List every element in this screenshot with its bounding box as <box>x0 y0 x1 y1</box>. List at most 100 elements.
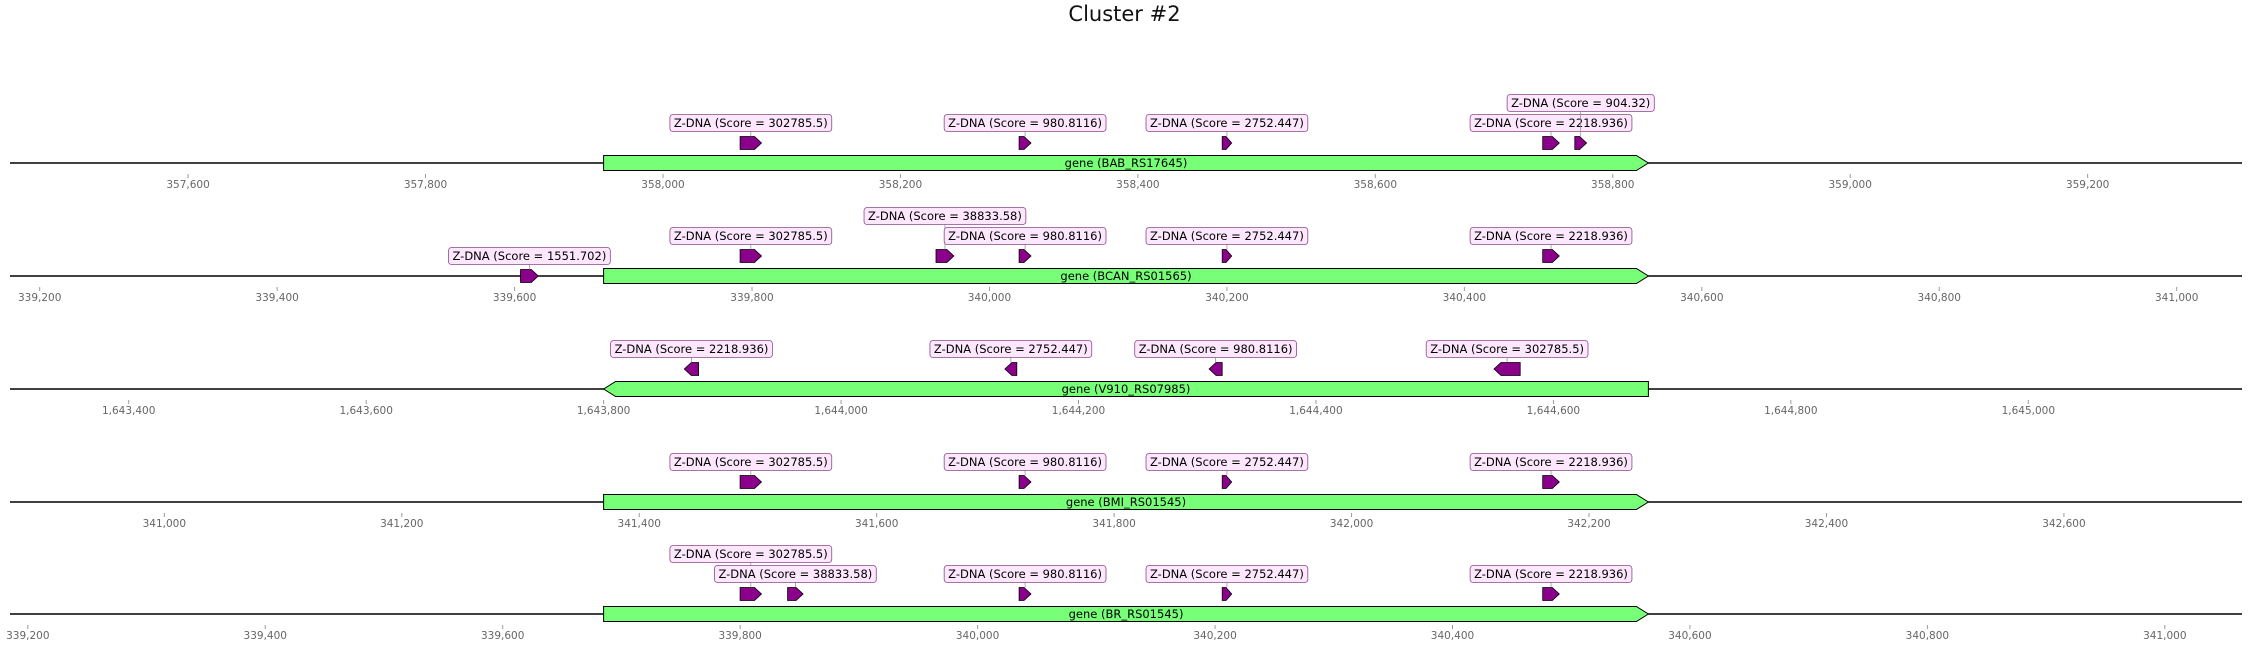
zdna-feature-arrow <box>1493 362 1521 376</box>
zdna-feature-label: Z-DNA (Score = 302785.5) <box>1430 342 1584 356</box>
tick-label: 340,200 <box>1193 630 1236 642</box>
tick-label: 339,200 <box>18 292 61 304</box>
tick-label: 341,000 <box>2155 292 2198 304</box>
tick-label: 339,600 <box>493 292 536 304</box>
zdna-feature-label: Z-DNA (Score = 2752.447) <box>1150 567 1304 581</box>
tick-label: 359,000 <box>1829 179 1872 191</box>
tick-label: 342,600 <box>2042 518 2085 530</box>
zdna-feature-label-box <box>669 227 833 245</box>
zdna-feature-label: Z-DNA (Score = 2218.936) <box>1474 229 1628 243</box>
tick-label: 358,800 <box>1591 179 1634 191</box>
tick-label: 341,600 <box>855 518 898 530</box>
tick-label: 340,400 <box>1443 292 1486 304</box>
gene-label: gene (BAB_RS17645) <box>1065 156 1188 170</box>
tick-label: 1,643,600 <box>339 405 392 417</box>
zdna-feature-label-box <box>669 453 833 471</box>
zdna-feature-label-box <box>1469 453 1633 471</box>
zdna-feature-arrow <box>1542 587 1560 601</box>
zdna-feature-arrow <box>1018 136 1032 150</box>
tick-label: 359,200 <box>2066 179 2109 191</box>
zdna-feature-arrow <box>739 587 763 601</box>
tick-label: 339,800 <box>730 292 773 304</box>
zdna-feature-label: Z-DNA (Score = 2218.936) <box>1474 116 1628 130</box>
gene-arrow <box>602 381 1649 397</box>
zdna-feature-arrow <box>1221 136 1233 150</box>
zdna-feature-arrow <box>1018 587 1032 601</box>
zdna-feature-arrow <box>739 249 763 263</box>
gene-label: gene (BMI_RS01545) <box>1066 495 1186 509</box>
zdna-feature-label-box <box>669 114 833 132</box>
tick-label: 358,400 <box>1116 179 1159 191</box>
tick-label: 358,600 <box>1354 179 1397 191</box>
zdna-feature-label-box <box>1145 453 1309 471</box>
tick-label: 358,200 <box>879 179 922 191</box>
zdna-feature-label: Z-DNA (Score = 2752.447) <box>934 342 1088 356</box>
tick-label: 1,644,200 <box>1052 405 1105 417</box>
zdna-feature-label: Z-DNA (Score = 980.8116) <box>948 455 1102 469</box>
tick-label: 340,400 <box>1431 630 1474 642</box>
zdna-feature-label-box <box>1469 114 1633 132</box>
gene-arrow <box>603 494 1650 510</box>
zdna-feature-arrow <box>1221 249 1233 263</box>
zdna-feature-label-box <box>1145 227 1309 245</box>
tick-label: 339,600 <box>481 630 524 642</box>
zdna-feature-label: Z-DNA (Score = 302785.5) <box>674 116 828 130</box>
zdna-feature-arrow <box>1221 475 1233 489</box>
zdna-feature-arrow <box>739 136 763 150</box>
tick-label: 340,200 <box>1205 292 1248 304</box>
tick-label: 340,600 <box>1680 292 1723 304</box>
tick-label: 1,644,800 <box>1764 405 1817 417</box>
zdna-feature-label: Z-DNA (Score = 38833.58) <box>718 567 872 581</box>
zdna-feature-label: Z-DNA (Score = 980.8116) <box>948 229 1102 243</box>
zdna-feature-label-box <box>1145 114 1309 132</box>
zdna-feature-label: Z-DNA (Score = 302785.5) <box>674 455 828 469</box>
zdna-feature-label: Z-DNA (Score = 2752.447) <box>1150 229 1304 243</box>
zdna-feature-label: Z-DNA (Score = 980.8116) <box>1139 342 1293 356</box>
tick-label: 341,000 <box>143 518 186 530</box>
gene-arrow <box>603 606 1650 622</box>
page-title: Cluster #2 <box>1068 2 1181 26</box>
zdna-feature-label: Z-DNA (Score = 980.8116) <box>948 116 1102 130</box>
zdna-feature-label: Z-DNA (Score = 980.8116) <box>948 567 1102 581</box>
zdna-feature-label-box <box>1145 565 1309 583</box>
zdna-feature-label-box <box>943 114 1107 132</box>
tick-label: 340,000 <box>968 292 1011 304</box>
zdna-feature-arrow <box>520 269 539 283</box>
zdna-feature-label: Z-DNA (Score = 2218.936) <box>1474 455 1628 469</box>
zdna-feature-label: Z-DNA (Score = 2752.447) <box>1150 116 1304 130</box>
tick-label: 340,000 <box>956 630 999 642</box>
zdna-feature-arrow <box>683 362 699 376</box>
zdna-feature-label-box <box>448 247 611 265</box>
tick-label: 341,200 <box>380 518 423 530</box>
zdna-feature-label-box <box>943 565 1107 583</box>
tick-label: 1,645,000 <box>2002 405 2055 417</box>
tick-label: 357,600 <box>166 179 209 191</box>
tick-label: 357,800 <box>404 179 447 191</box>
zdna-feature-label: Z-DNA (Score = 2218.936) <box>615 342 769 356</box>
zdna-feature-label: Z-DNA (Score = 302785.5) <box>674 547 828 561</box>
tick-label: 342,000 <box>1330 518 1373 530</box>
tick-label: 339,400 <box>255 292 298 304</box>
zdna-feature-arrow <box>1208 362 1223 376</box>
zdna-feature-label-box <box>943 227 1107 245</box>
zdna-feature-label: Z-DNA (Score = 904.32) <box>1511 96 1650 110</box>
tick-label: 1,643,400 <box>102 405 155 417</box>
zdna-feature-arrow <box>1004 362 1018 376</box>
tick-label: 358,000 <box>641 179 684 191</box>
zdna-feature-label: Z-DNA (Score = 38833.58) <box>868 209 1022 223</box>
tick-label: 340,800 <box>1906 630 1949 642</box>
zdna-feature-label: Z-DNA (Score = 2218.936) <box>1474 567 1628 581</box>
tick-label: 342,200 <box>1567 518 1610 530</box>
tick-label: 339,400 <box>244 630 287 642</box>
gene-label: gene (BR_RS01545) <box>1069 607 1184 621</box>
zdna-feature-label: Z-DNA (Score = 1551.702) <box>453 249 607 263</box>
zdna-feature-arrow <box>787 587 804 601</box>
gene-arrow <box>603 268 1650 284</box>
zdna-feature-label-box <box>929 340 1093 358</box>
tick-label: 339,800 <box>718 630 761 642</box>
zdna-feature-label-box <box>1469 565 1633 583</box>
zdna-feature-label-box <box>610 340 773 358</box>
tick-label: 1,643,800 <box>577 405 630 417</box>
